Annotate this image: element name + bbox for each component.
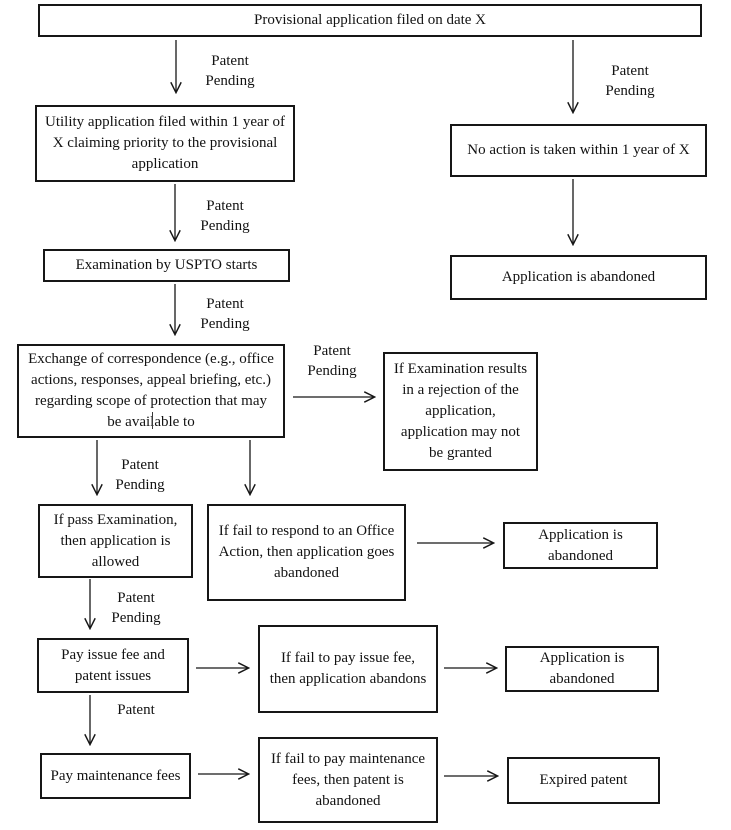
node-examination-starts-text: Examination by USPTO starts xyxy=(75,257,258,273)
node-pay-maintenance-fees: Pay maintenance fees xyxy=(40,753,191,799)
edge-label-line-patent: Patent xyxy=(611,63,649,79)
edge-label-line-patent: Patent xyxy=(206,198,244,214)
node-examination-rejection: If Examination results in a rejection of… xyxy=(383,352,538,471)
node-examination-rejection-text: If Examination results in a rejection of… xyxy=(393,361,528,461)
edge-label-line-patent: Patent xyxy=(117,590,155,606)
edge-label-patent-pending-utility-examination: Patent Pending xyxy=(188,196,262,236)
node-application-abandoned-mid: Application is abandoned xyxy=(503,522,658,569)
node-pass-examination: If pass Examination, then application is… xyxy=(38,504,193,578)
edge-label-patent-pending-examination-exchange: Patent Pending xyxy=(188,294,262,334)
edge-label-line-pending: Pending xyxy=(605,83,655,99)
edge-label-line-pending: Pending xyxy=(200,316,250,332)
edge-label-patent-pending-pass-exam-pay-issue: Patent Pending xyxy=(99,588,173,628)
node-exchange-correspondence-text: Exchange of correspondence (e.g., office… xyxy=(28,351,274,430)
node-fail-pay-issue-fee-text: If fail to pay issue fee, then applicati… xyxy=(269,650,427,687)
edge-label-line-patent: Patent xyxy=(206,296,244,312)
edge-label-patent-pending-exchange-rejection: Patent Pending xyxy=(295,341,369,381)
node-no-action-text: No action is taken within 1 year of X xyxy=(467,142,690,158)
edge-label-line-patent: Patent xyxy=(121,457,159,473)
text-cursor xyxy=(152,412,153,429)
node-utility-application: Utility application filed within 1 year … xyxy=(35,105,295,182)
node-utility-application-text: Utility application filed within 1 year … xyxy=(45,114,285,172)
node-fail-respond-office-action-text: If fail to respond to an Office Action, … xyxy=(218,523,395,581)
edge-label-line-pending: Pending xyxy=(205,73,255,89)
edge-label-line-pending: Pending xyxy=(115,477,165,493)
edge-label-line-pending: Pending xyxy=(200,218,250,234)
node-pay-issue-fee: Pay issue fee and patent issues xyxy=(37,638,189,693)
node-fail-pay-maintenance-fees: If fail to pay maintenance fees, then pa… xyxy=(258,737,438,823)
edge-label-patent-pending-exchange-pass-exam: Patent Pending xyxy=(103,455,177,495)
node-fail-pay-maintenance-fees-text: If fail to pay maintenance fees, then pa… xyxy=(270,750,426,809)
edge-label-patent-pending-provisional-no-action: Patent Pending xyxy=(593,61,667,101)
node-provisional-application: Provisional application filed on date X xyxy=(38,4,702,37)
edge-label-line-pending: Pending xyxy=(111,610,161,626)
node-fail-pay-issue-fee: If fail to pay issue fee, then applicati… xyxy=(258,625,438,713)
node-no-action: No action is taken within 1 year of X xyxy=(450,124,707,177)
edge-label-line-patent: Patent xyxy=(313,343,351,359)
node-expired-patent: Expired patent xyxy=(507,757,660,804)
node-exchange-correspondence: Exchange of correspondence (e.g., office… xyxy=(17,344,285,438)
node-pay-issue-fee-text: Pay issue fee and patent issues xyxy=(61,646,165,684)
node-examination-starts: Examination by USPTO starts xyxy=(43,249,290,282)
node-pass-examination-text: If pass Examination, then application is… xyxy=(53,511,178,570)
node-fail-respond-office-action: If fail to respond to an Office Action, … xyxy=(207,504,406,601)
node-provisional-application-text: Provisional application filed on date X xyxy=(253,12,487,28)
edge-label-patent-pay-issue-pay-maintenance: Patent xyxy=(99,700,173,720)
node-application-abandoned-mid-text: Application is abandoned xyxy=(538,526,623,564)
edge-label-line-pending: Pending xyxy=(307,363,357,379)
node-application-abandoned-low: Application is abandoned xyxy=(505,646,659,692)
node-application-abandoned-low-text: Application is abandoned xyxy=(539,650,625,687)
node-pay-maintenance-fees-text: Pay maintenance fees xyxy=(50,767,181,784)
node-expired-patent-text: Expired patent xyxy=(539,772,628,788)
edge-label-patent-pending-provisional-utility: Patent Pending xyxy=(193,51,267,91)
edge-label-line-patent: Patent xyxy=(117,702,155,718)
node-application-abandoned-top: Application is abandoned xyxy=(450,255,707,300)
edge-label-line-patent: Patent xyxy=(211,53,249,69)
node-application-abandoned-top-text: Application is abandoned xyxy=(501,269,656,285)
